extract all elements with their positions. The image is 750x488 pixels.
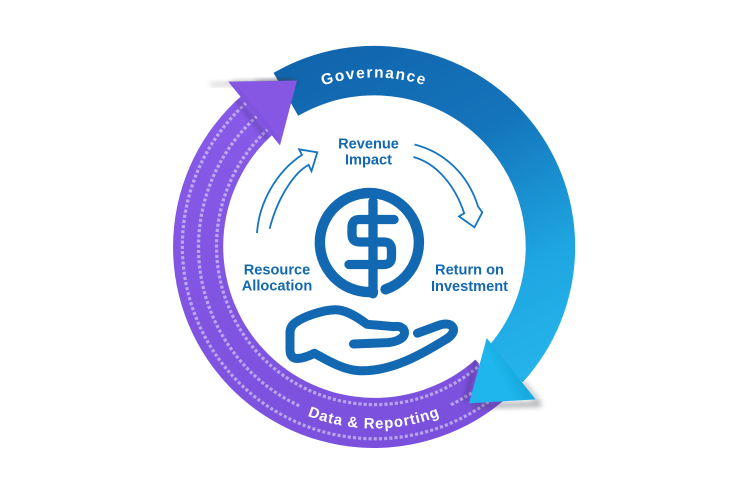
- svg-text:Resource: Resource: [244, 263, 311, 279]
- svg-text:Impact: Impact: [345, 153, 392, 169]
- svg-text:Investment: Investment: [431, 279, 508, 295]
- svg-text:Return on: Return on: [435, 263, 504, 279]
- svg-text:Revenue: Revenue: [338, 136, 399, 152]
- svg-text:Allocation: Allocation: [242, 278, 313, 294]
